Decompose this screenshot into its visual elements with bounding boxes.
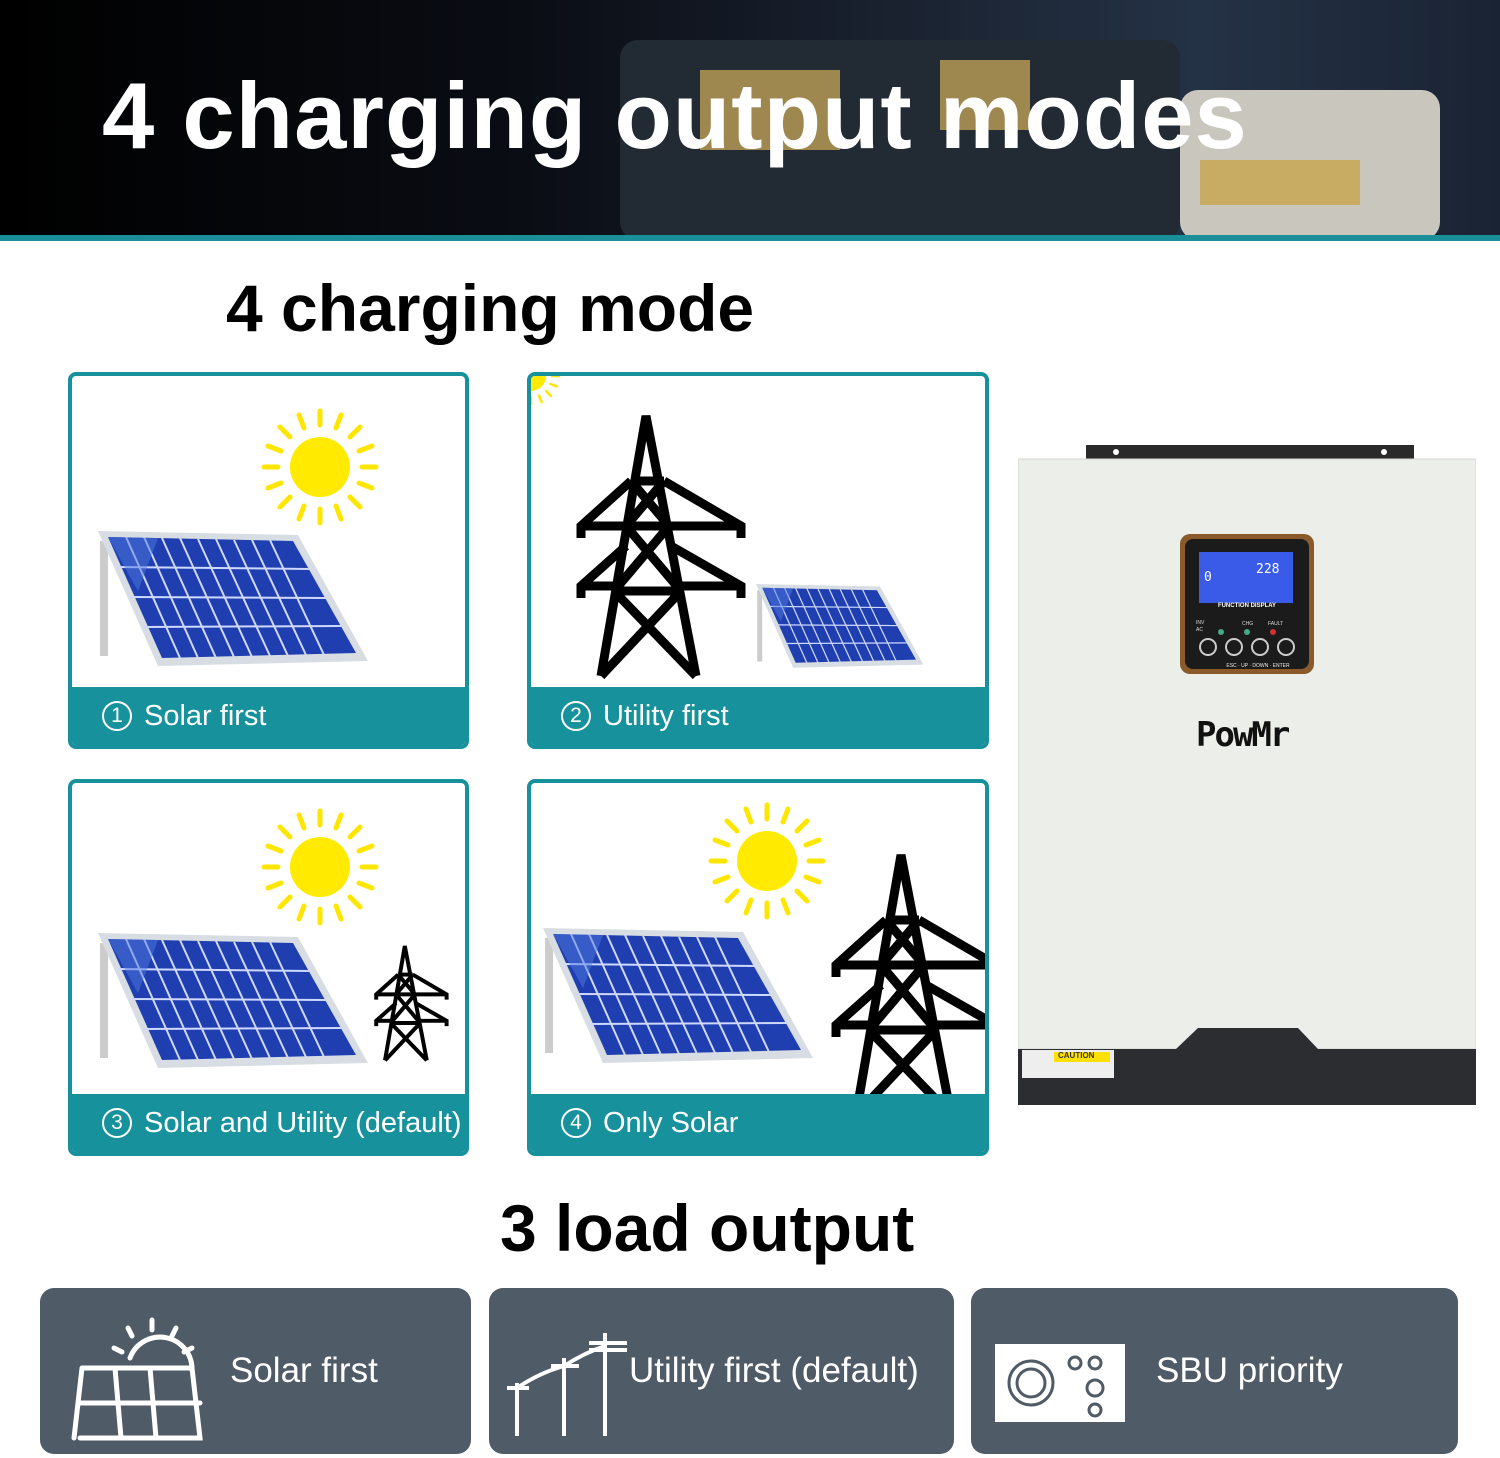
utility-illustration xyxy=(531,376,925,696)
lcd-right-value: 228 xyxy=(1256,562,1280,577)
svg-text:ESC · UP · DOWN · ENTER: ESC · UP · DOWN · ENTER xyxy=(1226,663,1290,669)
caution-label: CAUTION xyxy=(1058,1051,1095,1060)
inverter-device: ESC · UP · DOWN · ENTER 0 228 FUNCTION D… xyxy=(1017,445,1477,1105)
load-heading: 3 load output xyxy=(500,1191,915,1265)
solar-panel-sun-icon xyxy=(71,1317,203,1441)
charging-heading: 4 charging mode xyxy=(226,271,755,345)
lcd-left-value: 0 xyxy=(1204,570,1212,585)
inverter-illustration: ESC · UP · DOWN · ENTER xyxy=(1017,445,1477,1105)
lcd-label: FUNCTION DISPLAY xyxy=(1217,603,1277,609)
indicator-ac: AC xyxy=(1196,627,1203,633)
van-window xyxy=(700,70,840,150)
indicator-chg: CHG xyxy=(1242,621,1254,627)
load-solar-first: Solar first xyxy=(40,1288,471,1454)
circuit-board-icon xyxy=(995,1344,1125,1422)
load-label: Utility first (default) xyxy=(629,1351,919,1390)
van-window xyxy=(940,60,1030,130)
power-lines-icon xyxy=(507,1333,627,1436)
hero-banner: 4 charging output modes xyxy=(0,0,1500,236)
indicator-fault: FAULT xyxy=(1268,621,1284,627)
banner-title: 4 charging output modes xyxy=(102,63,1248,168)
load-label: SBU priority xyxy=(1156,1351,1343,1390)
load-sbu-priority: SBU priority xyxy=(971,1288,1458,1454)
solar-illustration xyxy=(97,376,469,667)
load-label: Solar first xyxy=(230,1351,378,1390)
van-window xyxy=(1200,160,1360,205)
indicator-inv: INV xyxy=(1196,620,1205,626)
brand-logo: PowMr xyxy=(1196,715,1290,755)
solar-utility-illustration xyxy=(97,783,449,1069)
only-solar-illustration xyxy=(542,783,989,1103)
divider xyxy=(0,235,1500,241)
load-utility-first: Utility first (default) xyxy=(489,1288,954,1454)
